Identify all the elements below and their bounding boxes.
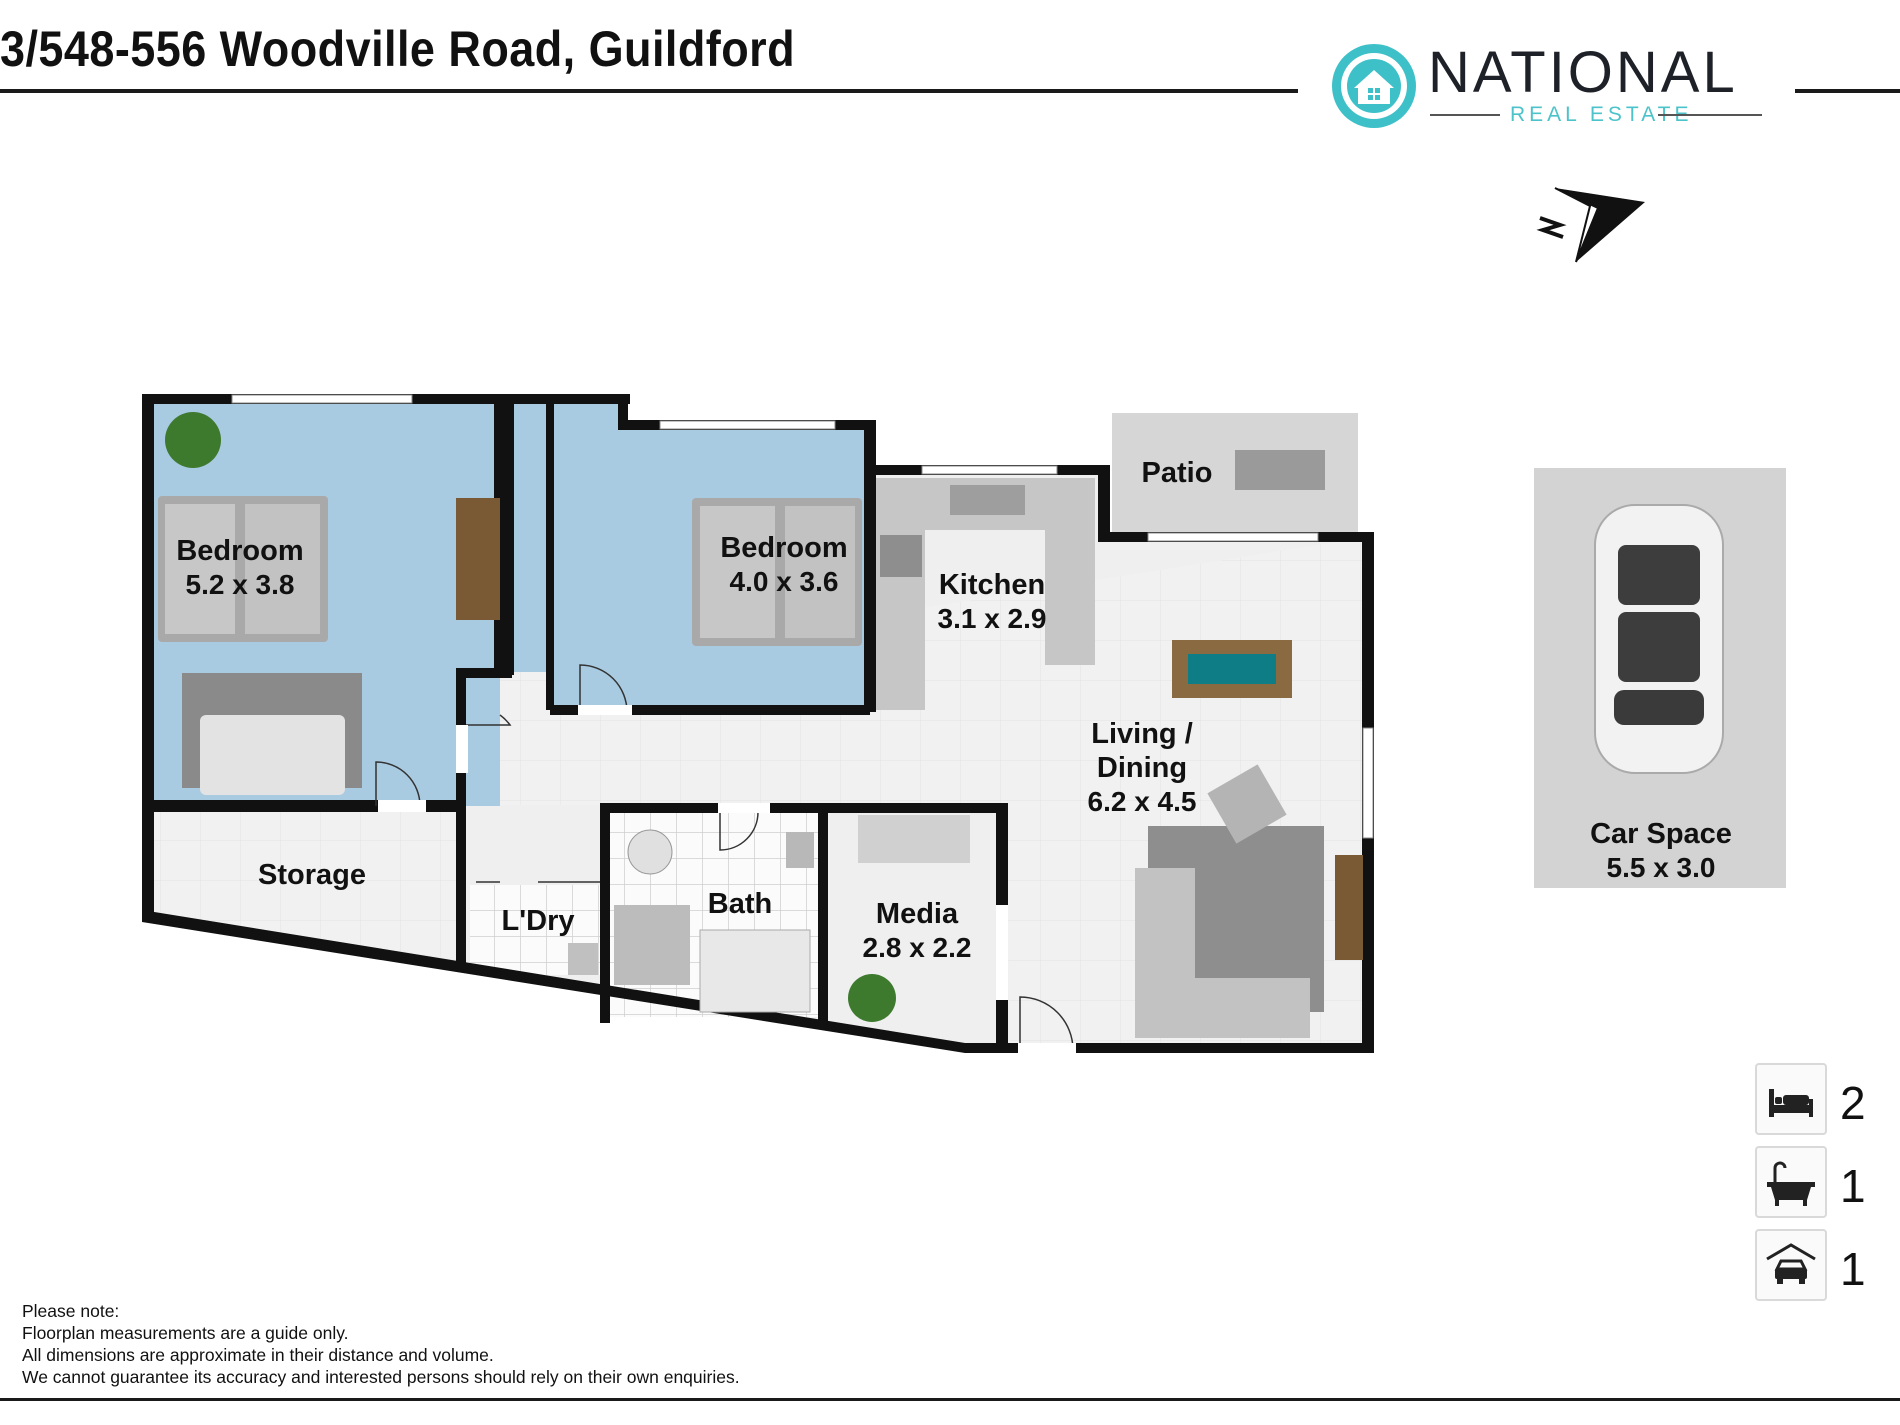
note-line: Floorplan measurements are a guide only.: [22, 1323, 349, 1343]
label-living-2: Dining: [1097, 752, 1187, 784]
sink-icon: [950, 485, 1025, 515]
bedroom-2-corridor: [512, 402, 550, 672]
size-kitchen: 3.1 x 2.9: [938, 603, 1047, 634]
size-car-space: 5.5 x 3.0: [1607, 852, 1716, 883]
cooktop-icon: [880, 535, 922, 577]
size-bedroom-1: 5.2 x 3.8: [186, 569, 295, 600]
label-bedroom-2: Bedroom: [720, 532, 847, 564]
toilet-icon: [627, 829, 673, 875]
brand-name: NATIONAL: [1428, 40, 1738, 105]
shower-icon: [614, 905, 690, 985]
bath-icon: [1767, 1161, 1815, 1206]
label-storage: Storage: [258, 859, 366, 891]
brand-line-right: [1658, 114, 1762, 116]
label-kitchen: Kitchen: [939, 569, 1045, 601]
note-line: We cannot guarantee its accuracy and int…: [22, 1367, 740, 1387]
wall-south: [142, 910, 965, 1053]
storage-floor: [148, 812, 462, 960]
brand-line-left: [1430, 114, 1500, 116]
bed-icon: [1769, 1089, 1813, 1117]
label-laundry: L'Dry: [502, 905, 575, 937]
note-line: All dimensions are approximate in their …: [22, 1345, 494, 1365]
car-icon: [1594, 504, 1724, 774]
size-living: 6.2 x 4.5: [1088, 786, 1197, 817]
compass-icon: [1536, 187, 1645, 263]
bedrooms-count: 2: [1840, 1077, 1866, 1129]
brand-logo-icon: [1332, 44, 1416, 128]
bed-1: [158, 496, 328, 642]
disclaimer-note: Please note: Floorplan measurements are …: [22, 1300, 740, 1388]
vanity-icon: [786, 832, 814, 868]
doors: [375, 664, 1074, 1051]
bathrooms-badge: [1755, 1146, 1827, 1218]
brand-subtitle: REAL ESTATE: [1510, 103, 1693, 126]
label-car-space: Car Space: [1590, 818, 1732, 850]
parking-count: 1: [1840, 1243, 1866, 1295]
page-title: 3/548-556 Woodville Road, Guildford: [0, 21, 796, 77]
label-media: Media: [876, 898, 959, 930]
plant-icon: [165, 412, 221, 468]
bathtub-icon: [699, 929, 811, 1013]
sofa-1: [182, 673, 362, 795]
label-patio: Patio: [1142, 457, 1213, 489]
door-openings: [378, 705, 1076, 1053]
tv-unit-1: [456, 498, 500, 620]
windows: [231, 394, 1374, 839]
label-bath: Bath: [708, 888, 772, 920]
bedrooms-badge: [1755, 1063, 1827, 1135]
washer-icon: [568, 943, 598, 975]
size-bedroom-2: 4.0 x 3.6: [730, 566, 839, 597]
label-bedroom-1: Bedroom: [176, 535, 303, 567]
armchair: [1207, 764, 1287, 844]
header-divider: [0, 89, 1298, 93]
bed-2: [692, 498, 862, 646]
plant-icon-2: [848, 974, 896, 1022]
header-divider-right: [1795, 89, 1900, 93]
garage-icon: [1766, 1243, 1816, 1284]
footer-divider: [0, 1398, 1900, 1401]
sofa-living: [1135, 868, 1310, 1038]
patio-table: [1235, 450, 1325, 490]
tv-unit-2: [1335, 855, 1363, 960]
bathrooms-count: 1: [1840, 1160, 1866, 1212]
parking-badge: [1755, 1229, 1827, 1301]
media-desk: [858, 815, 970, 863]
kitchen-bench: [876, 478, 1095, 710]
note-heading: Please note:: [22, 1301, 120, 1321]
label-living-1: Living /: [1091, 718, 1193, 750]
size-media: 2.8 x 2.2: [863, 932, 972, 963]
